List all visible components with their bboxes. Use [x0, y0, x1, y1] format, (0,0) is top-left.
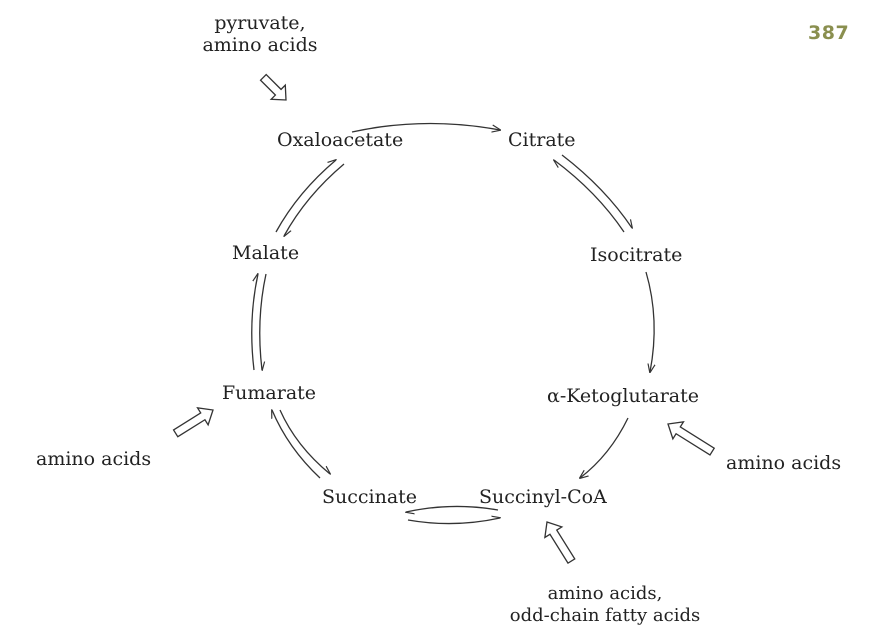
arrow-succinate-to-succinyl-coa [407, 518, 500, 525]
arrow-fumarate-to-malate [251, 274, 258, 371]
succinyl-coa-label: Succinyl-CoA [479, 486, 607, 508]
succinyl-coa-input-label: amino acids, odd-chain fatty acids [470, 583, 740, 627]
arrow-citrate-to-isocitrate [561, 154, 632, 228]
arrow-fumarate-to-succinate [279, 409, 330, 474]
oxaloacetate-input-line-1: pyruvate, [214, 12, 306, 34]
input-arrow-alpha-ketoglutarate [667, 421, 716, 456]
page-number: 387 [808, 22, 850, 44]
oxaloacetate-input-line-2: amino acids [202, 34, 318, 56]
arrow-oxaloacetate-to-malate [284, 163, 345, 236]
arrow-succinate-to-fumarate [272, 410, 321, 479]
succinyl-coa-input-line-1: amino acids, [547, 583, 663, 604]
fumarate-label: Fumarate [222, 382, 317, 404]
arrow-malate-to-oxaloacetate [275, 160, 336, 233]
akg-input-label: amino acids [726, 452, 842, 474]
oxaloacetate-label: Oxaloacetate [277, 129, 404, 151]
arrow-isocitrate-to-akg [645, 271, 654, 372]
arrow-isocitrate-to-citrate [554, 160, 625, 233]
arrow-akg-to-succinyl-coa [580, 417, 629, 478]
alpha-ketoglutarate-label: α-Ketoglutarate [547, 385, 699, 407]
isocitrate-label: Isocitrate [590, 244, 683, 266]
arrow-succinyl-coa-to-succinate [406, 505, 499, 512]
arrow-oxaloacetate-to-citrate [351, 122, 500, 133]
oxaloacetate-input-label: pyruvate, amino acids [190, 12, 330, 56]
input-arrow-succinyl-coa [544, 521, 576, 565]
citrate-label: Citrate [508, 129, 576, 151]
succinyl-coa-input-line-2: odd-chain fatty acids [509, 605, 701, 626]
malate-label: Malate [232, 242, 300, 264]
input-arrow-oxaloacetate [259, 73, 287, 101]
fumarate-input-label: amino acids [36, 448, 152, 470]
input-arrow-fumarate [172, 407, 214, 438]
arrow-malate-to-fumarate [259, 273, 267, 370]
succinate-label: Succinate [322, 486, 418, 508]
